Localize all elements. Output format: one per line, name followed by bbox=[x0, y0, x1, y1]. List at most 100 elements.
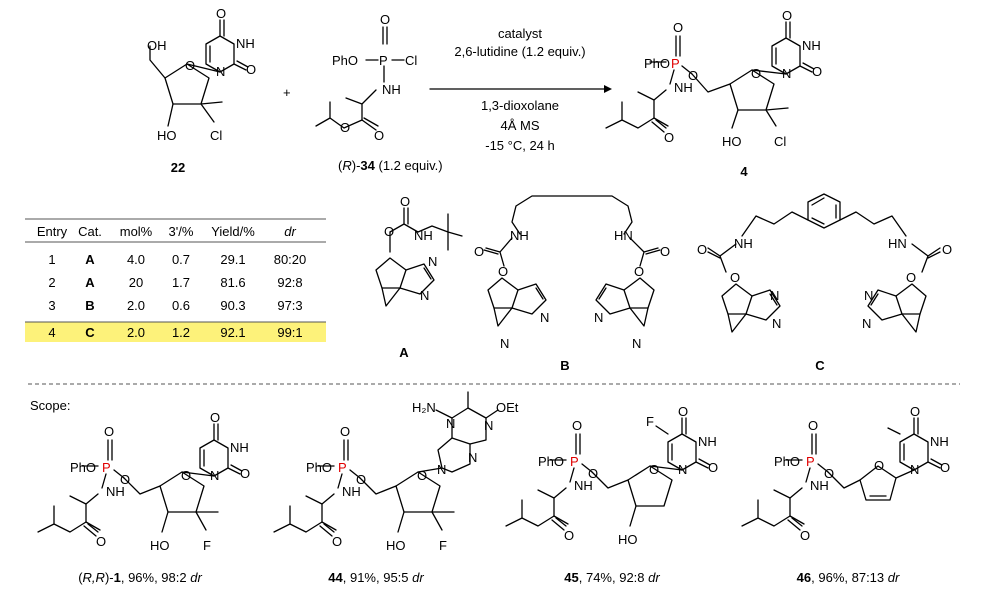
atom-o-34: O bbox=[380, 12, 390, 27]
atom-o-c4: O bbox=[906, 270, 916, 285]
cell-entry: 1 bbox=[48, 252, 55, 267]
header-3prime: 3'/% bbox=[169, 224, 194, 239]
header-cat: Cat. bbox=[78, 224, 102, 239]
atom-nh: NH bbox=[106, 484, 125, 499]
reaction-arrow bbox=[429, 85, 612, 93]
atom-pho-p: PhO bbox=[644, 56, 670, 71]
conditions-above: catalyst 2,6-lutidine (1.2 equiv.) bbox=[454, 26, 585, 59]
atom-o2: O bbox=[708, 460, 718, 475]
atom-nh-ura: NH bbox=[230, 440, 249, 455]
table-row: 3 B 2.0 0.6 90.3 97:3 bbox=[48, 298, 302, 313]
atom-o-ester: O bbox=[564, 528, 574, 543]
atom-nh-b1: NH bbox=[510, 228, 529, 243]
atom-o-link: O bbox=[120, 472, 130, 487]
atom-p-red: P bbox=[671, 56, 680, 71]
cell-mol: 4.0 bbox=[127, 252, 145, 267]
scope-caption-45: 45, 74%, 92:8 dr bbox=[564, 570, 660, 585]
atom-o-b1: O bbox=[474, 244, 484, 259]
atom-ho: HO bbox=[618, 532, 638, 547]
atom-o-ester: O bbox=[800, 528, 810, 543]
atom-o2: O bbox=[246, 62, 256, 77]
atom-o-ring: O bbox=[181, 468, 191, 483]
atom-n-c1: N bbox=[772, 316, 781, 331]
atom-n-a2: N bbox=[420, 288, 429, 303]
cell-dr: 99:1 bbox=[277, 325, 302, 340]
table-row: 2 A 20 1.7 81.6 92:8 bbox=[48, 275, 302, 290]
reactant-34-label: (R)-34 (1.2 equiv.) bbox=[338, 158, 443, 173]
atom-cl-p: Cl bbox=[774, 134, 786, 149]
scope-compound-45: O PhO P O NH O HO O N NH O O F bbox=[505, 404, 718, 547]
atom-pho: PhO bbox=[538, 454, 564, 469]
atom-o-ring: O bbox=[649, 462, 659, 477]
atom-n-b2: N bbox=[594, 310, 603, 325]
atom-n: N bbox=[910, 462, 919, 477]
scope-caption-44: 44, 91%, 95:5 dr bbox=[328, 570, 424, 585]
atom-o-link: O bbox=[588, 466, 598, 481]
header-mol: mol% bbox=[120, 224, 153, 239]
cell-3prime: 0.6 bbox=[172, 298, 190, 313]
atom-pho-34: PhO bbox=[332, 53, 358, 68]
reactant-34-structure: O PhO P Cl NH O O bbox=[315, 12, 417, 143]
atom-ho: HO bbox=[150, 538, 170, 553]
atom-hn-b2: HN bbox=[614, 228, 633, 243]
atom-o4-p: O bbox=[782, 8, 792, 23]
atom-n-a1: N bbox=[428, 254, 437, 269]
header-dr: dr bbox=[284, 224, 296, 239]
atom-nh-c1: NH bbox=[734, 236, 753, 251]
cell-mol: 2.0 bbox=[127, 298, 145, 313]
atom-nh-34: NH bbox=[382, 82, 401, 97]
atom-ho-p: HO bbox=[722, 134, 742, 149]
atom-o-ester: O bbox=[664, 130, 674, 145]
atom-n1: N bbox=[484, 418, 493, 433]
atom-n1: N bbox=[216, 64, 225, 79]
conditions-below: 1,3-dioxolane 4Å MS -15 °C, 24 h bbox=[481, 98, 559, 153]
cell-cat: A bbox=[85, 252, 95, 267]
plus-sign: + bbox=[283, 85, 291, 100]
atom-o-ester: O bbox=[96, 534, 106, 549]
cell-mol: 2.0 bbox=[127, 325, 145, 340]
atom-o: O bbox=[340, 424, 350, 439]
atom-nh: NH bbox=[236, 36, 255, 51]
atom-n-b3: N bbox=[500, 336, 509, 351]
atom-n9: N bbox=[437, 462, 446, 477]
condition-base: 2,6-lutidine (1.2 equiv.) bbox=[454, 44, 585, 59]
atom-f: F bbox=[203, 538, 211, 553]
table-header: Entry Cat. mol% 3'/% Yield/% dr bbox=[37, 224, 297, 239]
atom-o-ester: O bbox=[332, 534, 342, 549]
cell-yield: 92.1 bbox=[220, 325, 245, 340]
atom-o-34c: O bbox=[340, 120, 350, 135]
atom-n3: N bbox=[446, 416, 455, 431]
cell-dr: 80:20 bbox=[274, 252, 307, 267]
atom-n: N bbox=[678, 462, 687, 477]
atom-p-red: P bbox=[806, 454, 815, 469]
catalyst-c-structure: NH HN O O O O N N N N bbox=[697, 193, 952, 333]
cell-yield: 90.3 bbox=[220, 298, 245, 313]
atom-o-c3: O bbox=[730, 270, 740, 285]
atom-o-a1: O bbox=[400, 194, 410, 209]
catalyst-a-structure: O O NH N N bbox=[375, 194, 463, 307]
scope-compound-44: O PhO P O NH O HO F O N N N N H₂N OEt bbox=[273, 391, 519, 553]
atom-ho: HO bbox=[157, 128, 177, 143]
atom-nh: NH bbox=[810, 478, 829, 493]
cell-3prime: 1.7 bbox=[172, 275, 190, 290]
atom-n-c2: N bbox=[862, 316, 871, 331]
product-4-label: 4 bbox=[740, 164, 748, 179]
table-row: 4 C 2.0 1.2 92.1 99:1 bbox=[48, 325, 302, 340]
atom-n-p: N bbox=[782, 66, 791, 81]
atom-o4: O bbox=[210, 410, 220, 425]
atom-o: O bbox=[104, 424, 114, 439]
atom-n-c4: N bbox=[864, 288, 873, 303]
atom-f: F bbox=[646, 414, 654, 429]
atom-p-red: P bbox=[102, 460, 111, 475]
atom-o-ring: O bbox=[185, 58, 195, 73]
scope-caption-46: 46, 96%, 87:13 dr bbox=[797, 570, 900, 585]
cell-mol: 20 bbox=[129, 275, 143, 290]
atom-cl-34: Cl bbox=[405, 53, 417, 68]
atom-o4: O bbox=[216, 6, 226, 21]
atom-oet: OEt bbox=[496, 400, 519, 415]
catalyst-b-structure: NH HN O O O O N N N N bbox=[474, 195, 670, 351]
scope-compound-46: O PhO P O NH O O N NH O O bbox=[741, 404, 950, 543]
atom-o-link: O bbox=[824, 466, 834, 481]
atom-o-p: O bbox=[673, 20, 683, 35]
